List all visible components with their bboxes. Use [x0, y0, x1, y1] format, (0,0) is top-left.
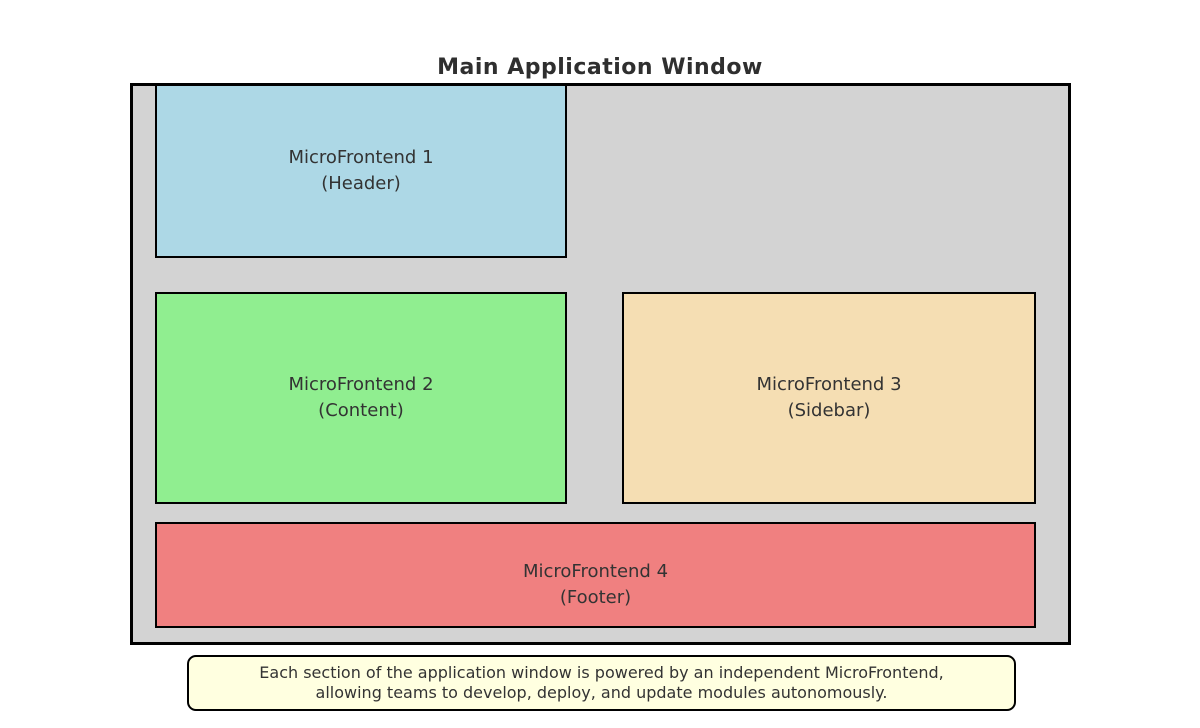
microfrontend-footer-label: MicroFrontend 4 (Footer) [523, 539, 668, 611]
caption-text: Each section of the application window i… [259, 663, 943, 703]
microfrontend-content-box: MicroFrontend 2 (Content) [155, 292, 567, 504]
module-role: (Sidebar) [787, 400, 871, 421]
module-role: (Content) [318, 400, 404, 421]
microfrontend-header-box: MicroFrontend 1 (Header) [155, 84, 567, 258]
microfrontend-header-label: MicroFrontend 1 (Header) [288, 145, 433, 197]
diagram-title: Main Application Window [437, 55, 763, 80]
caption-box: Each section of the application window i… [187, 655, 1016, 711]
module-role: (Header) [321, 173, 401, 194]
module-name: MicroFrontend 1 [288, 147, 434, 168]
caption-line-1: Each section of the application window i… [259, 663, 944, 682]
caption-line-2: allowing teams to develop, deploy, and u… [315, 683, 888, 702]
microfrontend-sidebar-box: MicroFrontend 3 (Sidebar) [622, 292, 1036, 504]
microfrontend-footer-box: MicroFrontend 4 (Footer) [155, 522, 1036, 628]
module-role: (Footer) [559, 587, 632, 608]
module-name: MicroFrontend 2 [288, 374, 434, 395]
module-name: MicroFrontend 3 [756, 374, 902, 395]
microfrontend-sidebar-label: MicroFrontend 3 (Sidebar) [756, 372, 901, 424]
module-name: MicroFrontend 4 [522, 561, 669, 582]
microfrontend-content-label: MicroFrontend 2 (Content) [288, 372, 433, 424]
